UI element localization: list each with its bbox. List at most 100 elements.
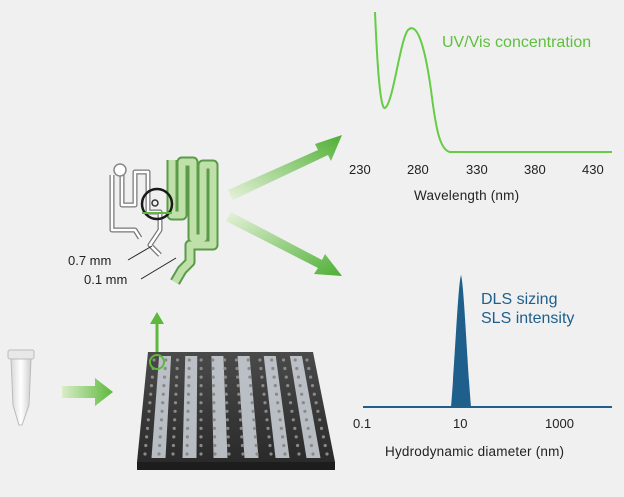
plate-well [282,443,286,448]
plate-well [269,452,273,456]
plate-well [199,418,203,422]
plate-well [211,384,215,388]
plate-well [223,358,227,362]
plate-well [187,375,191,379]
plate-well [249,392,253,396]
plate-well [185,443,189,448]
plate-channel-columns [151,356,321,458]
plate-well [240,435,244,439]
plate-well [147,409,151,413]
plate-well [240,443,244,448]
plate-well [278,418,282,422]
plate-well [226,426,230,430]
plate-well [187,366,191,371]
plate-well [161,401,165,405]
plate-well [211,366,215,371]
plate-well [186,401,190,405]
plate-well [304,418,309,422]
plate-well [312,392,316,396]
plate-well [199,435,203,439]
plate-well [172,426,176,430]
plate-well [211,375,215,379]
plate-well [212,418,216,422]
plate-well [223,366,227,371]
plate-well [163,366,167,371]
plate-channel [182,356,198,458]
plate-well [279,426,283,430]
plate-well [277,409,281,413]
plate-well [175,358,180,362]
plate-well [306,426,310,430]
plate-well [212,426,216,430]
plate-well [238,409,242,413]
plate-well [259,366,263,371]
plate-well [262,392,266,396]
plate-well [301,401,305,405]
plate-well [314,401,318,405]
plate-well [144,443,148,448]
plate-well [264,409,268,413]
plate-well [185,452,189,456]
plate-well [252,418,256,422]
plate-well [157,452,161,456]
sls-label: SLS intensity [481,310,575,327]
plate-well [258,358,262,362]
plate-well [158,435,162,439]
plate-well [310,384,315,388]
plate-well [143,452,147,456]
plate-channel [289,356,321,458]
plate-well [187,384,191,388]
plate-well [199,366,203,371]
uv-tick-label: 280 [407,162,429,177]
plate-well [253,435,257,439]
plate-well [263,401,267,405]
microfluidic-chip [109,156,219,285]
plate-well [309,443,313,448]
plate-well [225,418,229,422]
plate-well [253,426,257,430]
plate-well [251,409,255,413]
uv-spectrum-curve [374,11,612,153]
plate-well [283,452,287,456]
channel-dimension-large: 0.7 mm [68,253,112,268]
plate-well [225,409,229,413]
plate-well [227,443,231,448]
uv-tick-label: 380 [524,162,546,177]
plate-well [161,392,165,396]
plate-well [150,375,154,379]
plate-well [199,392,203,396]
plate-well [247,366,251,371]
plate-well [186,426,190,430]
plate-well [254,443,258,448]
arrow-to-dls [226,212,342,276]
plate-well [271,366,275,371]
plate-well [270,358,274,362]
plate-well [283,366,287,371]
plate-well [316,409,320,413]
plate-well [286,384,290,388]
plate-well [294,435,298,439]
plate-well [274,392,279,396]
plate-well [212,401,216,405]
plate-well [281,358,286,362]
plate-well [211,358,215,362]
plate-well [235,366,239,371]
plate-well [318,418,322,422]
channel-dimension-small: 0.1 mm [84,272,128,287]
plate-well [199,358,203,362]
plate-well [186,409,190,413]
plate-well [288,401,293,405]
plate-well [213,443,217,448]
plate-well [199,426,203,430]
plate-well [213,435,217,439]
plate-well [224,384,228,388]
plate-well [162,384,166,388]
plate-well [158,443,162,448]
plate-well-dots [143,358,329,456]
plate-well [213,452,217,456]
plate-well [249,384,253,388]
plate-well [307,366,311,371]
plate-well [227,452,231,456]
plate-well [160,409,164,413]
plate-well [223,375,227,379]
